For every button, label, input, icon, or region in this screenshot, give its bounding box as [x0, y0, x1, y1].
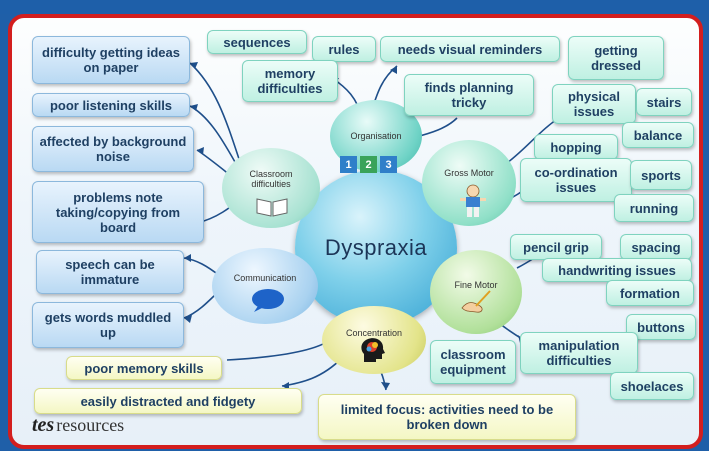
note-classroom-equipment: classroom equipment	[430, 340, 516, 384]
note-physical-issues: physical issues	[552, 84, 636, 124]
top-banner-strip	[0, 0, 709, 14]
note-rules: rules	[312, 36, 376, 62]
number-tile-one: 1	[340, 156, 357, 173]
note-pencil-grip: pencil grip	[510, 234, 602, 260]
note-hopping: hopping	[534, 134, 618, 160]
note-speech-can-be-immature: speech can be immature	[36, 250, 184, 294]
note-limited-focus: limited focus: activities need to be bro…	[318, 394, 576, 440]
number-tiles: 1 2 3	[340, 156, 397, 173]
note-shoelaces: shoelaces	[610, 372, 694, 400]
note-poor-memory-skills: poor memory skills	[66, 356, 222, 380]
mind-map-frame: Dyspraxia Organisation 1 2 3 Classroom d…	[8, 14, 703, 449]
logo-brand: tes	[32, 414, 55, 436]
note-memory-difficulties: memory difficulties	[242, 60, 338, 102]
branch-communication: Communication	[212, 248, 318, 324]
child-figure-icon	[460, 184, 486, 217]
note-getting-dressed: getting dressed	[568, 36, 664, 80]
note-needs-visual-reminders: needs visual reminders	[380, 36, 560, 62]
branch-communication-label: Communication	[233, 273, 297, 283]
note-affected-by-background-noise: affected by background noise	[32, 126, 194, 172]
note-co-ordination-issues: co-ordination issues	[520, 158, 632, 202]
note-sequences: sequences	[207, 30, 307, 54]
note-difficulty-getting-ideas: difficulty getting ideas on paper	[32, 36, 190, 84]
note-problems-note-taking: problems note taking/copying from board	[32, 181, 204, 243]
branch-gross-motor-label: Gross Motor	[444, 168, 494, 178]
hand-writing-icon	[461, 290, 491, 313]
branch-classroom-label: Classroom difficulties	[249, 169, 293, 189]
note-running: running	[614, 194, 694, 222]
note-spacing: spacing	[620, 234, 692, 260]
tes-resources-logo: tes resources	[32, 414, 124, 437]
branch-concentration-label: Concentration	[345, 328, 403, 338]
note-poor-listening-skills: poor listening skills	[32, 93, 190, 117]
note-balance: balance	[622, 122, 694, 148]
book-icon	[256, 198, 288, 217]
central-topic-title: Dyspraxia	[324, 235, 428, 260]
branch-organisation-label: Organisation	[350, 131, 402, 141]
branch-fine-motor-label: Fine Motor	[454, 280, 498, 290]
note-handwriting-issues: handwriting issues	[542, 258, 692, 282]
note-manipulation-difficulties: manipulation difficulties	[520, 332, 638, 374]
note-sports: sports	[630, 160, 692, 190]
note-finds-planning-tricky: finds planning tricky	[404, 74, 534, 116]
note-stairs: stairs	[636, 88, 692, 116]
speech-bubble-icon	[252, 289, 284, 312]
number-tile-three: 3	[380, 156, 397, 173]
logo-suffix: resources	[56, 415, 125, 435]
note-formation: formation	[606, 280, 694, 306]
note-gets-words-muddled-up: gets words muddled up	[32, 302, 184, 348]
note-easily-distracted-and-fidgety: easily distracted and fidgety	[34, 388, 302, 414]
head-brain-icon	[361, 338, 385, 362]
branch-fine-motor: Fine Motor	[430, 250, 522, 334]
number-tile-two: 2	[360, 156, 377, 173]
